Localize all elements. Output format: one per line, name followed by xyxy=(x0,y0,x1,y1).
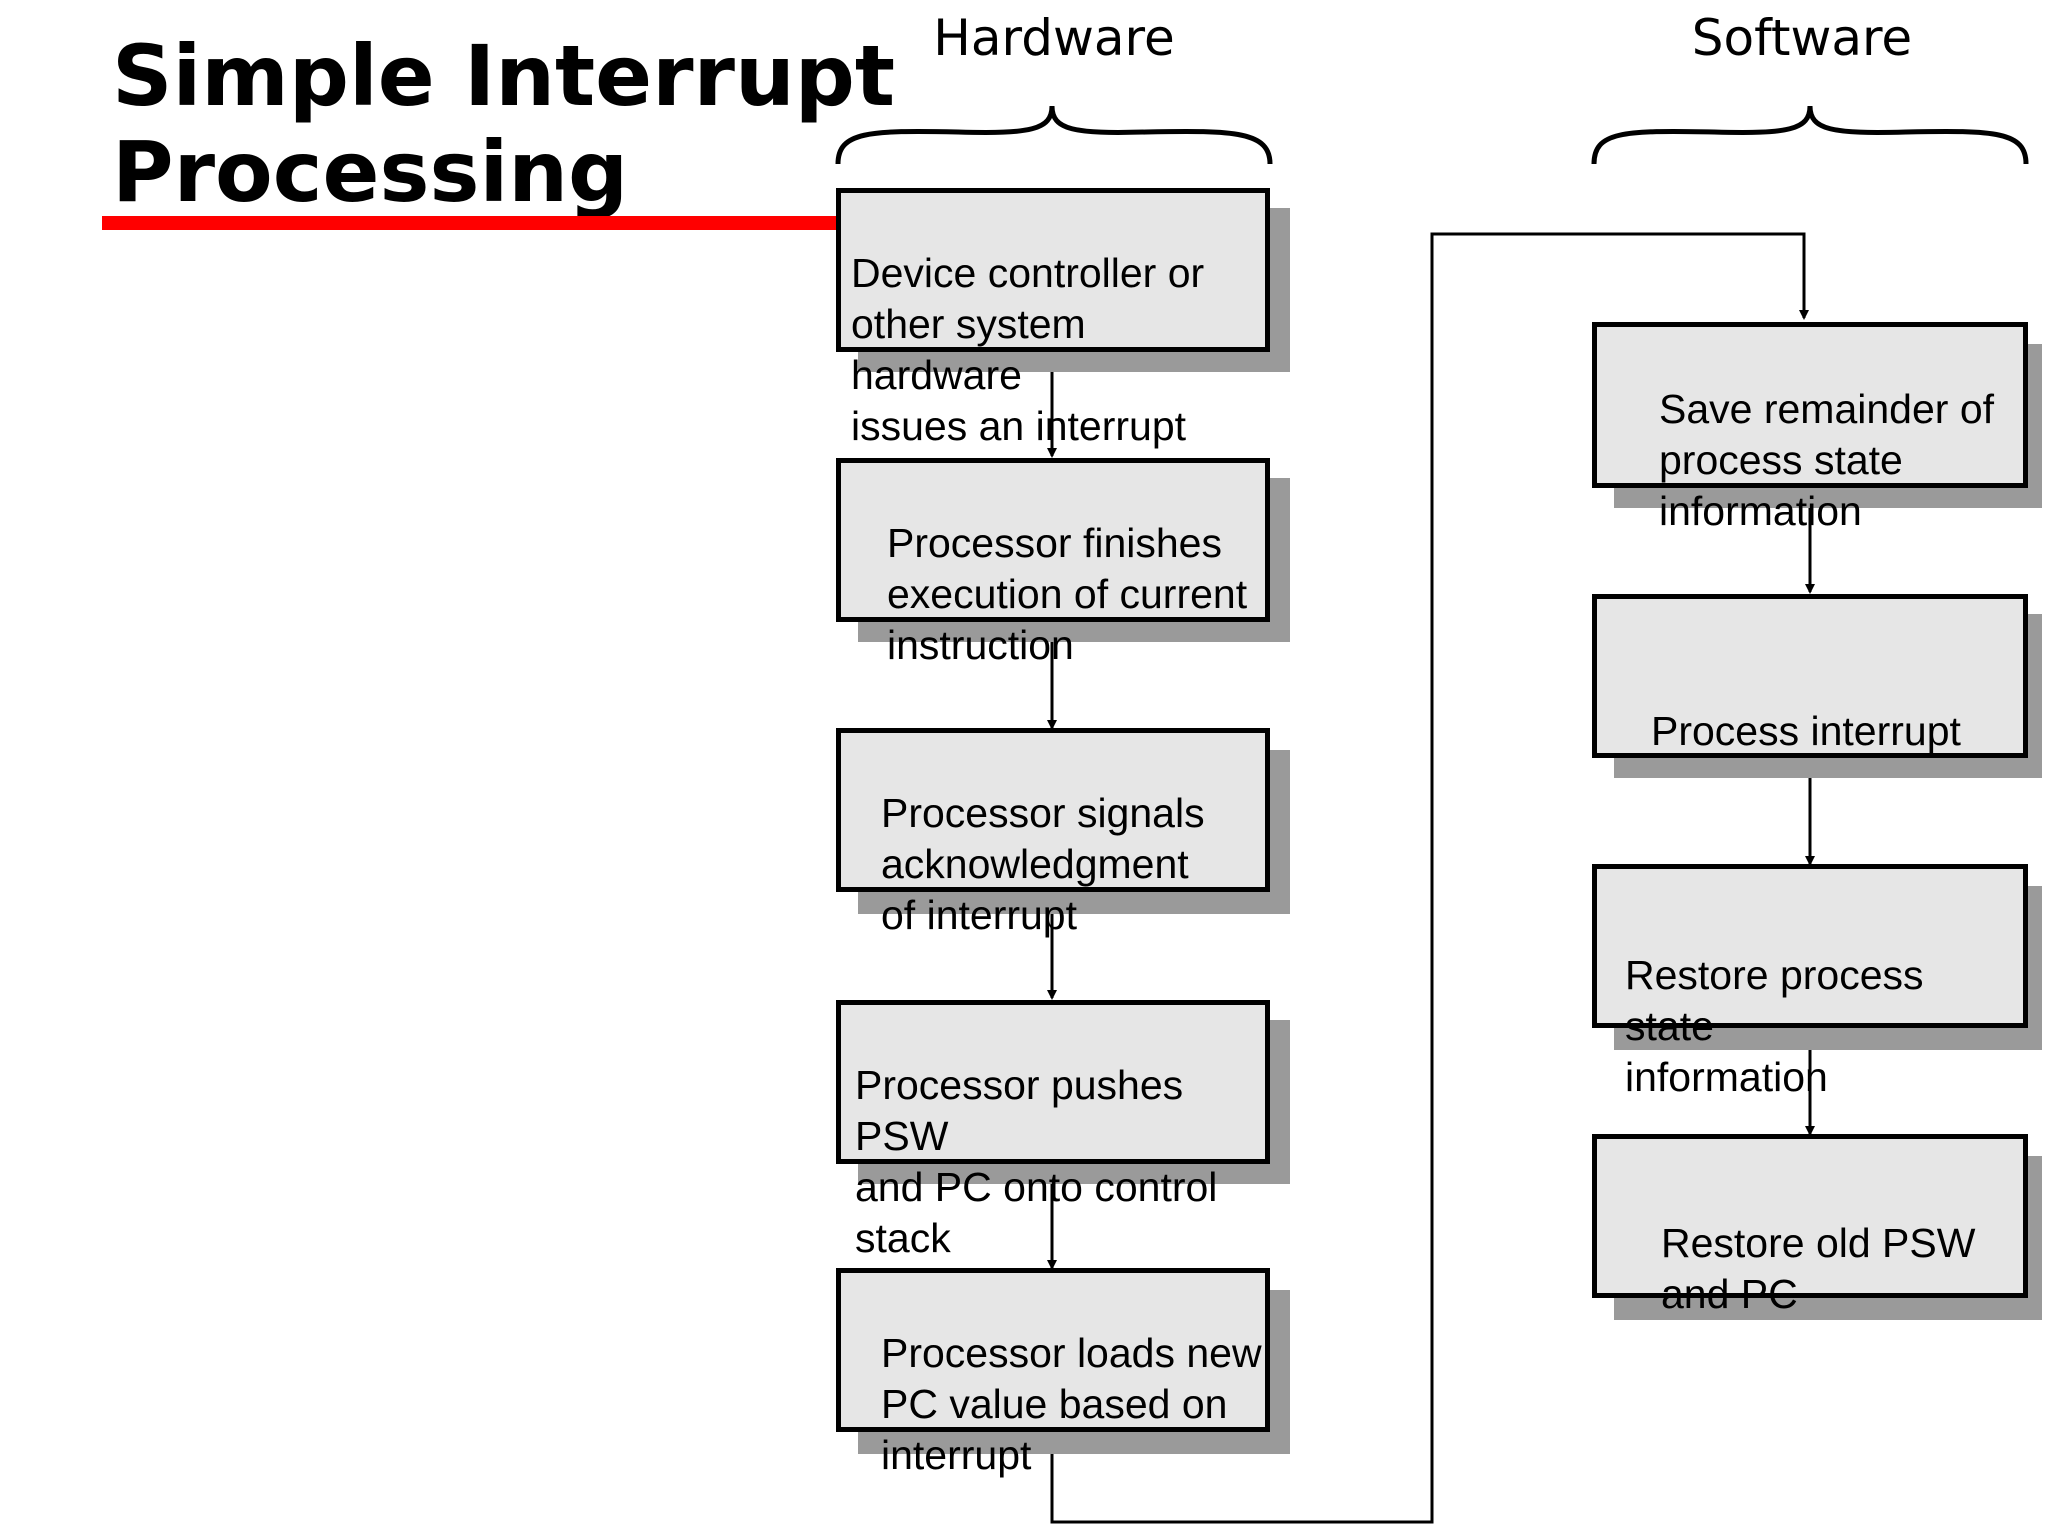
sw-step-4-text: Restore old PSW and PC xyxy=(1661,1220,1976,1317)
hw-step-5-text: Processor loads new PC value based on in… xyxy=(881,1330,1262,1478)
sw-step-2-text: Process interrupt xyxy=(1651,708,1961,754)
hw-step-1-text: Device controller or other system hardwa… xyxy=(851,250,1205,449)
hw-step-3-text: Processor signals acknowledgment of inte… xyxy=(881,790,1205,938)
slide-title-line-1: Simple Interrupt xyxy=(112,27,896,125)
sw-step-1-box: Save remainder of process state informat… xyxy=(1592,322,2028,534)
title-underline xyxy=(102,216,838,230)
hardware-column-label: Hardware xyxy=(933,9,1175,67)
slide-title-line-2: Processing xyxy=(112,123,629,221)
sw-step-2-box: Process interrupt xyxy=(1592,594,2028,758)
software-brace xyxy=(1591,105,2029,165)
sw-step-3-box: Restore process state information xyxy=(1592,864,2028,1100)
hw-step-2-box: Processor finishes execution of current … xyxy=(836,458,1270,668)
sw-step-3-text: Restore process state information xyxy=(1625,952,1924,1100)
sw-step-4-box: Restore old PSW and PC xyxy=(1592,1134,2028,1317)
software-column-label: Software xyxy=(1691,9,1913,67)
hw-step-2-text: Processor finishes execution of current … xyxy=(887,520,1248,668)
hw-step-4-box: Processor pushes PSW and PC onto control… xyxy=(836,1000,1270,1261)
hw-step-5-box: Processor loads new PC value based on in… xyxy=(836,1268,1270,1478)
hw-step-4-text: Processor pushes PSW and PC onto control… xyxy=(855,1062,1218,1261)
slide-title: Simple Interrupt Processing xyxy=(112,28,895,220)
hardware-brace xyxy=(835,105,1273,165)
hw-step-3-box: Processor signals acknowledgment of inte… xyxy=(836,728,1270,938)
sw-step-1-text: Save remainder of process state informat… xyxy=(1659,386,1995,534)
hw-step-1-box: Device controller or other system hardwa… xyxy=(836,188,1270,449)
connector-hw-to-sw xyxy=(1050,232,1809,1524)
